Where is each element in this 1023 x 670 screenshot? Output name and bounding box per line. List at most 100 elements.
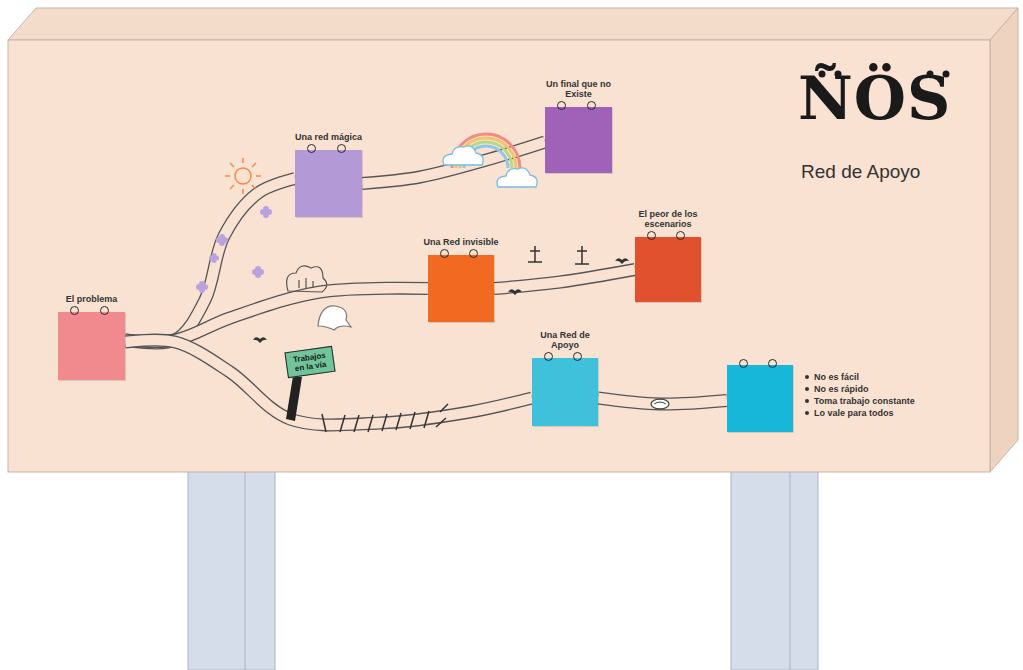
- heading-row: Una Red invisible: [414, 237, 509, 247]
- note-heading: Un final que no Existe: [546, 79, 611, 99]
- binder-ring: [440, 249, 449, 258]
- bat: [253, 337, 267, 343]
- note-heading-group: El peor de los escenarios: [625, 209, 711, 229]
- bat: [615, 258, 629, 264]
- rock-line: [654, 402, 666, 404]
- cloud: [443, 146, 483, 165]
- binder-ring: [469, 249, 478, 258]
- binder-ring: [544, 352, 553, 361]
- rock: [651, 399, 669, 409]
- road-edge: [125, 288, 428, 341]
- heading-row: El problema: [47, 294, 137, 304]
- tie: [322, 414, 326, 432]
- note-list: No es fácilNo es rápidoToma trabajo cons…: [805, 371, 975, 419]
- board-side: [990, 8, 1018, 472]
- bullet-dot: [805, 399, 809, 403]
- road-surface: [125, 340, 532, 425]
- sticky-note: El peor de los escenarios: [635, 237, 701, 302]
- road-edge: [125, 179, 295, 343]
- note-heading: El problema: [66, 294, 118, 304]
- ghost: [318, 306, 351, 330]
- logo-subtitle: Red de Apoyo: [801, 161, 920, 183]
- flower: [252, 266, 264, 278]
- note-heading-group: Un final que no Existe: [540, 79, 618, 99]
- leg-edge: [245, 470, 246, 670]
- sticky-note: El problema: [58, 312, 125, 380]
- binder-ring: [100, 306, 109, 315]
- binder-ring: [337, 144, 346, 153]
- note-heading: El peor de los escenarios: [638, 209, 697, 229]
- sun-ray: [242, 189, 244, 194]
- flowers: [196, 206, 272, 293]
- heading-row: Una Red de Apoyo: [530, 330, 600, 350]
- leg-edge: [790, 470, 791, 670]
- road-edge: [125, 340, 532, 425]
- board-front: [8, 40, 990, 472]
- sun: [225, 158, 261, 194]
- heading-row: El peor de los escenarios: [625, 209, 711, 229]
- list-text: No es rápido: [814, 384, 869, 394]
- note-heading: Una red mágica: [295, 132, 362, 142]
- road-connector: [125, 179, 295, 343]
- binder-ring: [768, 359, 777, 368]
- tie: [396, 413, 401, 430]
- bush-outline: [287, 266, 327, 292]
- list-item: No es rápido: [805, 383, 975, 395]
- logo-wordmark: ÑÖS: [798, 66, 951, 130]
- sun-ray: [230, 185, 234, 189]
- road-sign: Trabajos en la vía: [284, 346, 335, 378]
- board-top: [8, 8, 1018, 40]
- rail-ties: [322, 404, 448, 432]
- bullet-dot: [805, 387, 809, 391]
- bush: [287, 266, 327, 292]
- flower: [196, 281, 208, 293]
- note-heading-group: Una red mágica: [284, 132, 374, 142]
- tie: [354, 415, 359, 432]
- road-connector: [125, 288, 428, 341]
- sticky-note: Un final que no Existe: [545, 107, 612, 173]
- note-heading-group: Una Red invisible: [414, 237, 509, 247]
- note-heading-group: Una Red de Apoyo: [530, 330, 600, 350]
- cloud: [497, 168, 537, 187]
- sticky-note: Una Red de Apoyo: [532, 358, 598, 426]
- binder-ring: [70, 306, 79, 315]
- billboard-legs: [188, 470, 818, 670]
- tie: [410, 412, 415, 429]
- road-surface: [125, 179, 295, 343]
- binder-ring: [557, 101, 566, 110]
- bullet-dot: [805, 411, 809, 415]
- road-edge: [494, 270, 635, 289]
- sticky-note: No es fácilNo es rápidoToma trabajo cons…: [727, 365, 793, 432]
- road-connector: [125, 340, 532, 425]
- road-connector: [494, 270, 635, 289]
- rock-outline: [651, 399, 669, 409]
- heading-row: Una red mágica: [284, 132, 374, 142]
- sun-ray: [242, 158, 244, 163]
- list-text: Lo vale para todos: [814, 408, 894, 418]
- leg: [188, 470, 275, 670]
- list-item: Lo vale para todos: [805, 407, 975, 419]
- road-surface: [494, 270, 635, 289]
- list-item: No es fácil: [805, 371, 975, 383]
- heading-row: Un final que no Existe: [540, 79, 618, 99]
- tie: [368, 415, 373, 432]
- note-heading-group: El problema: [47, 294, 137, 304]
- list-text: Toma trabajo constante: [814, 396, 915, 406]
- flower: [216, 234, 228, 246]
- sun-ray: [252, 163, 256, 167]
- binder-ring: [676, 231, 685, 240]
- graves: [528, 246, 589, 264]
- note-heading: Una Red invisible: [423, 237, 498, 247]
- binder-ring: [587, 101, 596, 110]
- bush-lines: [299, 278, 313, 289]
- tie: [382, 414, 387, 431]
- grave-cross: [575, 246, 589, 264]
- grave-cross: [528, 246, 542, 262]
- tie: [424, 411, 429, 428]
- binder-ring: [573, 352, 582, 361]
- binder-ring: [739, 359, 748, 368]
- binder-ring: [647, 231, 656, 240]
- tie: [340, 415, 345, 432]
